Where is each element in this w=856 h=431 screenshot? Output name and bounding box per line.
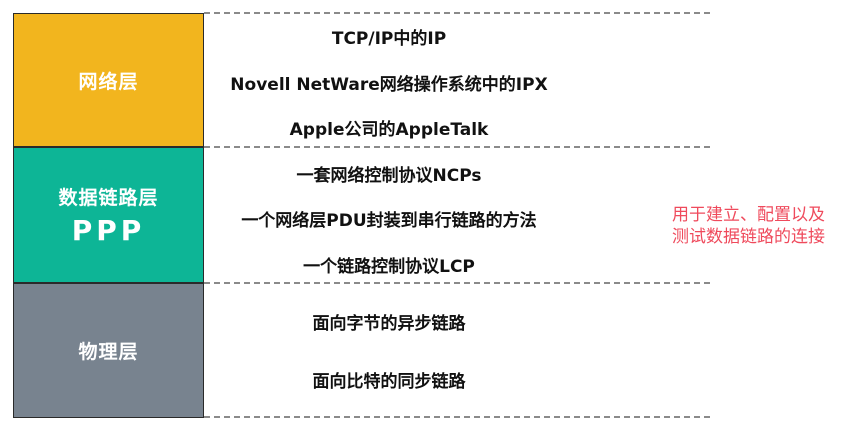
network-item-ip: TCP/IP中的IP xyxy=(331,29,447,49)
physical-item-async: 面向字节的异步链路 xyxy=(312,314,466,334)
datalink-item-ncps: 一套网络控制协议NCPs xyxy=(296,166,482,186)
lcp-note-line2: 测试数据链路的连接 xyxy=(672,227,825,247)
datalink-item-lcp: 一个链路控制协议LCP xyxy=(303,257,475,277)
separator-datalink-physical xyxy=(204,282,710,284)
ppp-label: PPP xyxy=(71,214,146,247)
physical-layer-label: 物理层 xyxy=(78,341,139,363)
separator-top xyxy=(204,12,710,14)
network-item-appletalk: Apple公司的AppleTalk xyxy=(289,120,489,140)
physical-layer-box: 物理层 xyxy=(13,283,204,418)
lcp-note-line1: 用于建立、配置以及 xyxy=(672,205,825,225)
datalink-layer-box: 数据链路层 PPP xyxy=(13,147,204,283)
network-layer-box: 网络层 xyxy=(13,13,204,147)
lcp-note: 用于建立、配置以及 测试数据链路的连接 xyxy=(672,204,856,248)
network-item-ipx: Novell NetWare网络操作系统中的IPX xyxy=(230,75,548,95)
network-layer-label: 网络层 xyxy=(78,70,139,93)
separator-network-datalink xyxy=(204,146,710,148)
physical-item-sync: 面向比特的同步链路 xyxy=(312,372,466,392)
datalink-item-encapsulation: 一个网络层PDU封装到串行链路的方法 xyxy=(241,211,537,231)
separator-bottom xyxy=(204,416,710,418)
datalink-layer-label: 数据链路层 xyxy=(58,187,159,209)
